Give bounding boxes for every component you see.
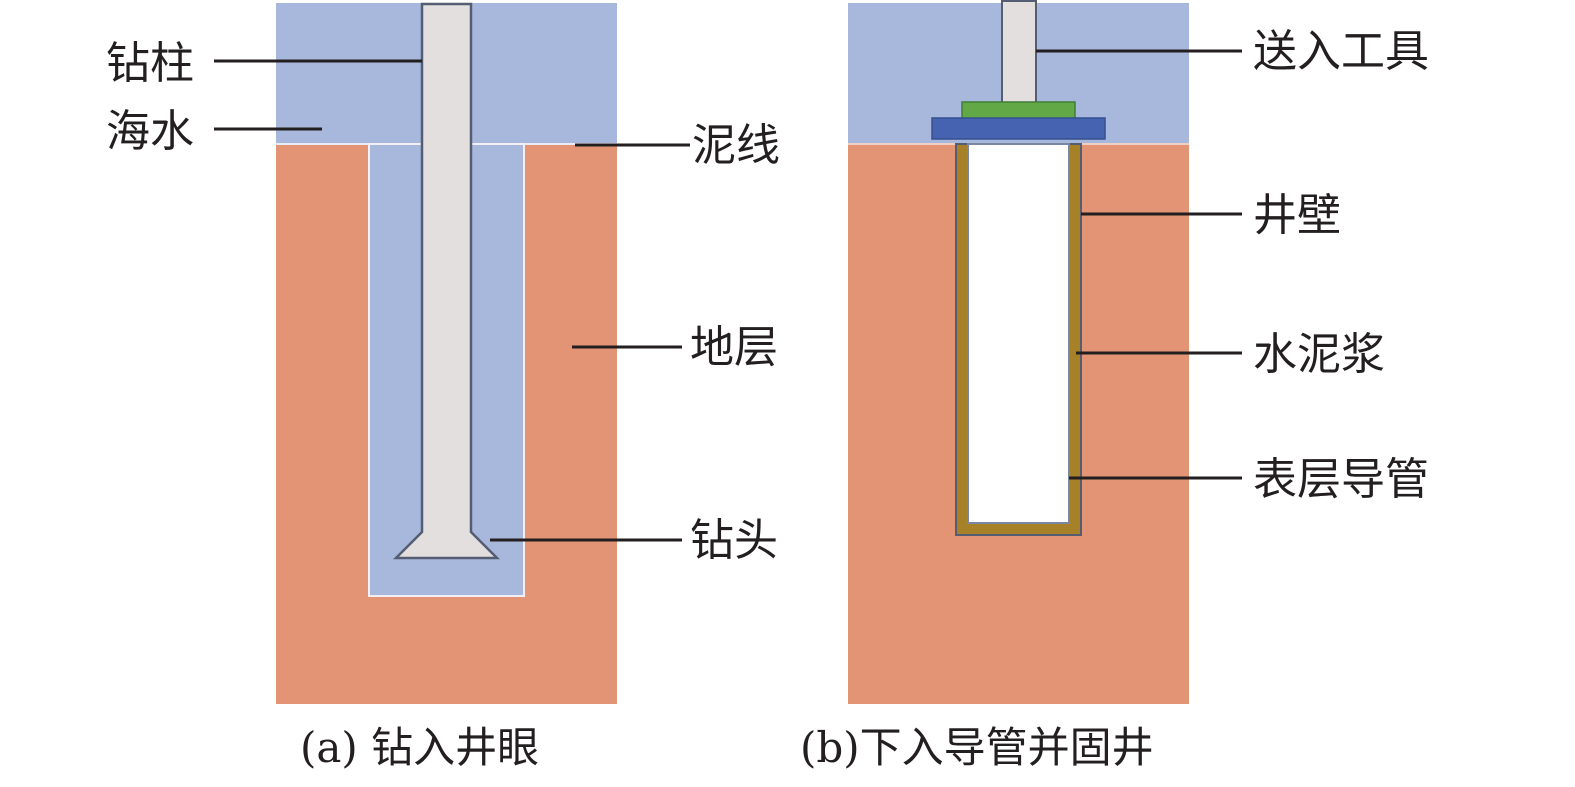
surface-conductor <box>967 143 1070 524</box>
label-formation: 地层 <box>690 322 778 373</box>
label-cement-slurry: 水泥浆 <box>1253 329 1385 380</box>
caption-b: (b)下入导管并固井 <box>800 723 1154 772</box>
drill-string <box>392 2 501 560</box>
label-mudline: 泥线 <box>692 120 780 171</box>
label-running-tool: 送入工具 <box>1253 26 1429 77</box>
caption-a: (a) 钻入井眼 <box>300 723 539 772</box>
label-drill-bit: 钻头 <box>690 515 778 566</box>
label-seawater: 海水 <box>106 106 194 157</box>
running-tool <box>1001 0 1037 104</box>
panel-a: 钻柱 海水 泥线 地层 钻头 (a) 钻入井眼 <box>106 2 780 772</box>
label-drill-string: 钻柱 <box>106 38 194 89</box>
panel-b: 送入工具 井壁 水泥浆 表层导管 (b)下入导管并固井 <box>800 0 1429 772</box>
wellhead-plate <box>931 117 1106 140</box>
label-borehole-wall: 井壁 <box>1253 190 1341 241</box>
running-tool-cap <box>961 101 1076 120</box>
label-surface-conductor: 表层导管 <box>1253 454 1429 505</box>
